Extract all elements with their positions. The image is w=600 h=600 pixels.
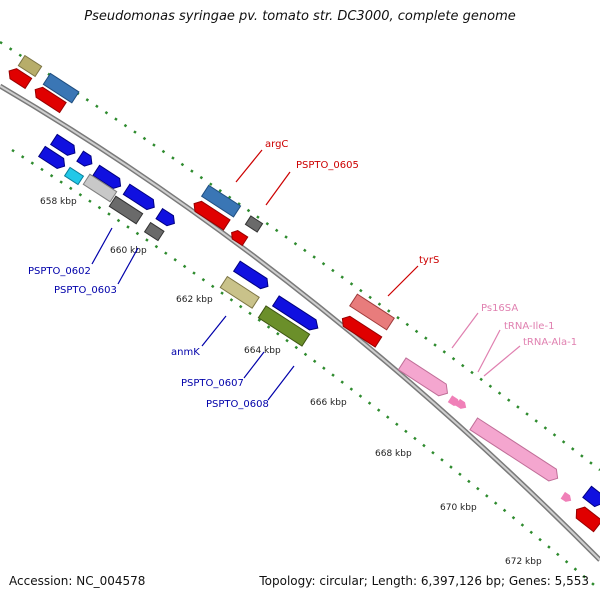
tick-label-666: 666 kbp xyxy=(310,398,347,408)
cds-reverse-arrow[interactable] xyxy=(229,228,249,247)
cds-forward-arrow[interactable] xyxy=(271,295,321,333)
trna-ala-arrow[interactable] xyxy=(455,398,469,411)
gene-block-anmK[interactable] xyxy=(219,275,260,309)
cds-reverse-arrow[interactable] xyxy=(191,199,231,231)
cds-forward-arrow[interactable] xyxy=(582,485,600,509)
dotted-guides xyxy=(0,40,600,591)
gene-label-pspto-0607[interactable]: PSPTO_0607 xyxy=(181,378,244,389)
tick-label-662: 662 kbp xyxy=(176,295,213,305)
rrna-block[interactable] xyxy=(469,417,561,484)
gene-block[interactable] xyxy=(244,215,264,233)
gene-block-tyrS[interactable] xyxy=(349,293,395,331)
gene-block[interactable] xyxy=(143,221,165,242)
gene-label-trna-ile[interactable]: tRNA-Ile-1 xyxy=(504,321,554,332)
gene-block[interactable] xyxy=(63,166,85,186)
cds-reverse-arrow[interactable] xyxy=(572,504,600,533)
tick-label-664: 664 kbp xyxy=(244,346,281,356)
gene-label-ps16sa[interactable]: Ps16SA xyxy=(481,303,518,314)
gene-block-argC[interactable] xyxy=(200,184,242,218)
gene-block[interactable] xyxy=(82,173,118,203)
cds-forward-arrow[interactable] xyxy=(49,133,79,158)
cds-reverse-arrow[interactable] xyxy=(32,85,67,114)
feature-blocks xyxy=(6,54,600,533)
gene-label-anmK[interactable]: anmK xyxy=(171,347,200,358)
leader-lines xyxy=(91,149,521,401)
gene-block[interactable] xyxy=(17,54,43,78)
gene-label-pspto-0602[interactable]: PSPTO_0602 xyxy=(28,266,91,277)
gene-label-pspto-0603[interactable]: PSPTO_0603 xyxy=(54,285,117,296)
rrna-ps16sa[interactable] xyxy=(397,357,451,399)
tick-label-670: 670 kbp xyxy=(440,503,477,513)
gene-block[interactable] xyxy=(108,195,144,225)
gene-label-argC[interactable]: argC xyxy=(265,139,288,150)
gene-label-trna-ala[interactable]: tRNA-Ala-1 xyxy=(523,337,577,348)
gene-label-tyrS[interactable]: tyrS xyxy=(419,255,439,266)
cds-forward-arrow[interactable] xyxy=(37,145,68,171)
tick-label-668: 668 kbp xyxy=(375,449,412,459)
gene-block-pspto-0608[interactable] xyxy=(257,305,311,347)
genome-summary: Topology: circular; Length: 6,397,126 bp… xyxy=(259,574,589,588)
gene-label-pspto-0605[interactable]: PSPTO_0605 xyxy=(296,160,359,171)
gene-block[interactable] xyxy=(42,72,80,104)
cds-forward-arrow[interactable] xyxy=(92,164,124,191)
genome-title: Pseudomonas syringae pv. tomato str. DC3… xyxy=(84,9,516,24)
cds-forward-arrow[interactable] xyxy=(155,207,178,229)
tick-label-660: 660 kbp xyxy=(110,246,147,256)
trna-ile-arrow[interactable] xyxy=(447,395,462,408)
cds-reverse-arrow[interactable] xyxy=(339,314,383,348)
cds-reverse-arrow[interactable] xyxy=(6,66,33,90)
tick-label-672: 672 kbp xyxy=(505,557,542,567)
trna-arrow[interactable] xyxy=(560,491,574,504)
cds-forward-arrow[interactable] xyxy=(232,260,272,291)
cds-forward-arrow[interactable] xyxy=(122,183,157,212)
gene-label-pspto-0608[interactable]: PSPTO_0608 xyxy=(206,399,269,410)
tick-label-658: 658 kbp xyxy=(40,197,77,207)
accession-label: Accession: NC_004578 xyxy=(9,574,146,588)
cds-forward-arrow[interactable] xyxy=(76,150,95,169)
